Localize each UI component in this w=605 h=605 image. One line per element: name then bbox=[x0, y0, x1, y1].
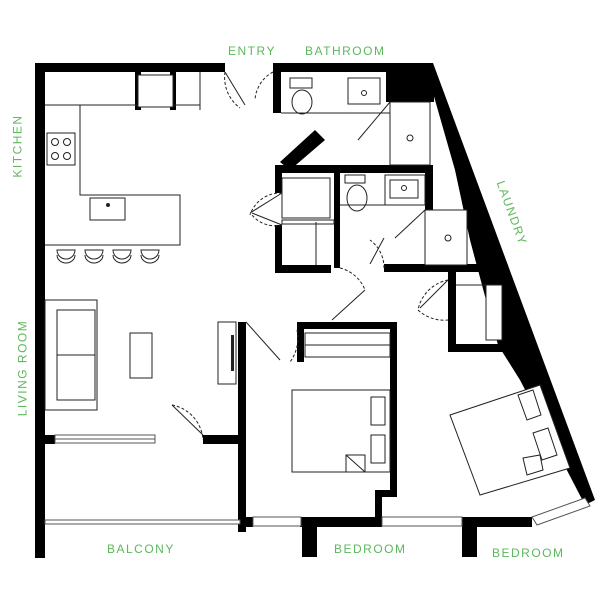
windows bbox=[44, 434, 591, 527]
bathroom-fixtures bbox=[281, 77, 468, 266]
bedroom-label-2: BEDROOM bbox=[492, 546, 565, 560]
living-furniture bbox=[44, 299, 237, 411]
bedroom1-furniture bbox=[291, 332, 391, 473]
kitchen-label: KITCHEN bbox=[10, 114, 25, 178]
balcony-label: BALCONY bbox=[107, 542, 175, 556]
kitchen-fixtures bbox=[45, 72, 201, 264]
laundry-fixtures bbox=[456, 284, 503, 341]
bathroom-label: BATHROOM bbox=[305, 44, 386, 58]
bedroom-label-1: BEDROOM bbox=[334, 542, 407, 556]
entry-label: ENTRY bbox=[228, 44, 276, 58]
living-room-label: LIVING ROOM bbox=[15, 319, 30, 417]
doors bbox=[171, 71, 449, 441]
bedroom2-furniture bbox=[449, 384, 571, 496]
walls bbox=[35, 63, 595, 558]
